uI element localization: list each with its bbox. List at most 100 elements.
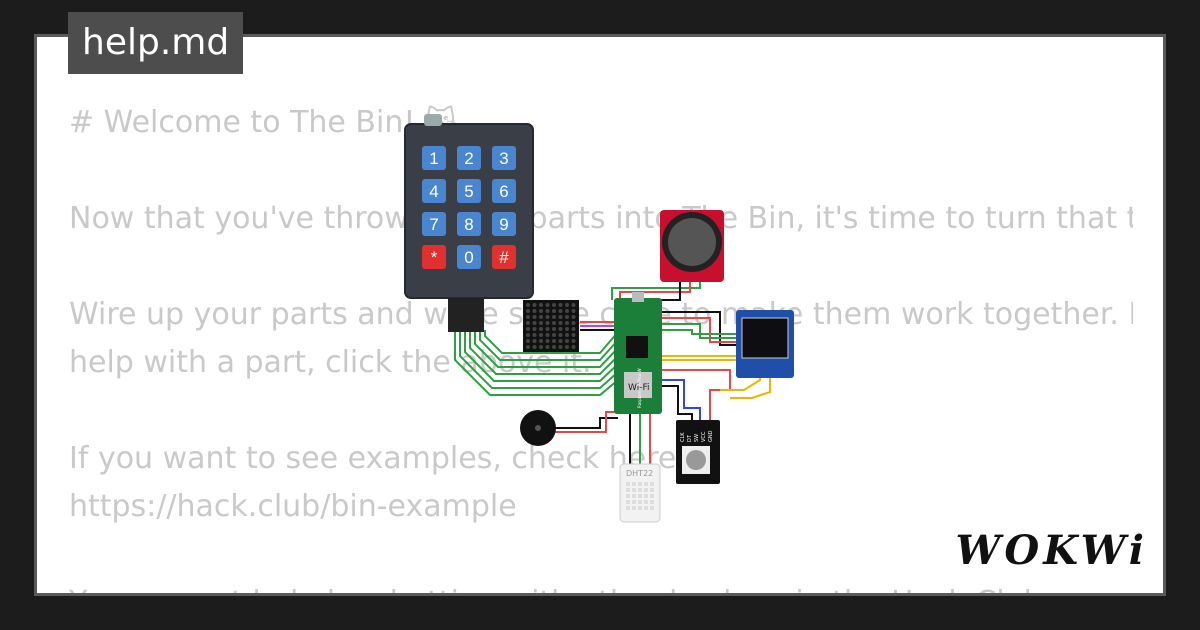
matrix-led [532, 309, 537, 313]
matrix-led [552, 345, 556, 349]
matrix-led [558, 303, 563, 307]
dht-grille-cell [644, 494, 648, 498]
matrix-led [526, 321, 530, 325]
matrix-led [571, 345, 576, 349]
keypad-key-label: 6 [499, 182, 508, 201]
keypad-key[interactable] [492, 179, 516, 203]
keypad-key[interactable] [422, 245, 446, 269]
matrix-led [545, 339, 550, 343]
pico-w-board[interactable]: Wi-Fi Raspberry Pi Pico W [614, 292, 662, 414]
dht-grille-cell [632, 506, 636, 510]
keypad-key[interactable] [457, 179, 481, 203]
matrix-led [558, 345, 563, 349]
encoder-pin-label: SW [694, 434, 700, 442]
matrix-led [545, 315, 550, 319]
editor-canvas: # Welcome to The Bin! 🐱 Now that you've … [34, 34, 1166, 596]
matrix-led [571, 315, 576, 319]
keypad-key[interactable] [492, 212, 516, 236]
dht-grille-cell [650, 488, 654, 492]
dht-grille-cell [638, 506, 642, 510]
doc-line-2: Now that you've thrown some parts into T… [69, 201, 1133, 236]
matrix-led [552, 303, 556, 307]
analog-joystick[interactable] [660, 210, 724, 282]
matrix-led [532, 339, 537, 343]
matrix-led [545, 345, 550, 349]
matrix-led [552, 309, 556, 313]
matrix-led [545, 327, 550, 331]
matrix-led [545, 309, 550, 313]
matrix-led [545, 333, 550, 337]
matrix-led [532, 303, 537, 307]
matrix-led [526, 327, 530, 331]
dht22-sensor: DHT22 [619, 463, 661, 523]
pico-board-label: Raspberry Pi Pico W [637, 368, 642, 408]
matrix-led [539, 315, 543, 319]
matrix-led [565, 333, 569, 337]
buzzer [520, 410, 556, 446]
matrix-led [565, 339, 569, 343]
dht-grille-cell [638, 488, 642, 492]
matrix-led [571, 327, 576, 331]
dht-grille-cell [650, 506, 654, 510]
matrix-led [526, 339, 530, 343]
dht-label: DHT22 [626, 469, 653, 478]
keypad-key-label: 4 [429, 182, 438, 201]
matrix-led [565, 327, 569, 331]
matrix-led [532, 327, 537, 331]
keypad-key[interactable] [492, 245, 516, 269]
matrix-led [552, 333, 556, 337]
dht-grille-cell [644, 482, 648, 486]
encoder-pin-label: CLK [680, 432, 686, 442]
keypad-key[interactable] [457, 146, 481, 170]
matrix-led [539, 321, 543, 325]
wokwi-logo: WOKWi [955, 527, 1148, 574]
dht-grille-cell [626, 506, 630, 510]
matrix-led [552, 339, 556, 343]
matrix-led [532, 315, 537, 319]
file-tab[interactable]: help.md [68, 12, 244, 74]
doc-line-0: # Welcome to The Bin! 🐱 [69, 105, 457, 140]
dht-grille-cell [626, 488, 630, 492]
keypad-key-label: 8 [464, 215, 473, 234]
keypad-key[interactable] [457, 212, 481, 236]
dht-grille-cell [650, 494, 654, 498]
keypad-key[interactable] [422, 146, 446, 170]
keypad-key-label: 1 [429, 149, 438, 168]
keypad-key-label: 3 [499, 149, 508, 168]
matrix-led [558, 309, 563, 313]
matrix-led [565, 345, 569, 349]
keypad-key[interactable] [457, 245, 481, 269]
dht-grille-cell [626, 494, 630, 498]
keypad-key[interactable] [492, 146, 516, 170]
keypad-key-label: # [499, 248, 509, 267]
matrix-led [552, 321, 556, 325]
dht-grille-cell [632, 500, 636, 504]
matrix-led [539, 339, 543, 343]
keypad-key[interactable] [422, 179, 446, 203]
dht-grille-cell [638, 500, 642, 504]
matrix-led [571, 333, 576, 337]
matrix-led [571, 339, 576, 343]
doc-line-8[interactable]: https://hack.club/bin-example [69, 489, 517, 524]
matrix-led [558, 327, 563, 331]
pico-chip-label: Wi-Fi [628, 383, 649, 393]
doc-line-10: You can get help by chatting with other … [69, 579, 1133, 593]
matrix-led [532, 333, 537, 337]
keypad-key-label: 9 [499, 215, 508, 234]
dht-grille-cell [632, 488, 636, 492]
matrix-led [571, 321, 576, 325]
matrix-led [532, 345, 537, 349]
joystick-knob[interactable] [668, 218, 716, 266]
matrix-led [539, 327, 543, 331]
keypad-key[interactable] [422, 212, 446, 236]
matrix-led [545, 303, 550, 307]
dht-grille-cell [632, 482, 636, 486]
matrix-led [539, 345, 543, 349]
matrix-led [526, 309, 530, 313]
matrix-led [539, 333, 543, 337]
encoder-pin-label: VCC [701, 431, 707, 442]
matrix-led [539, 303, 543, 307]
